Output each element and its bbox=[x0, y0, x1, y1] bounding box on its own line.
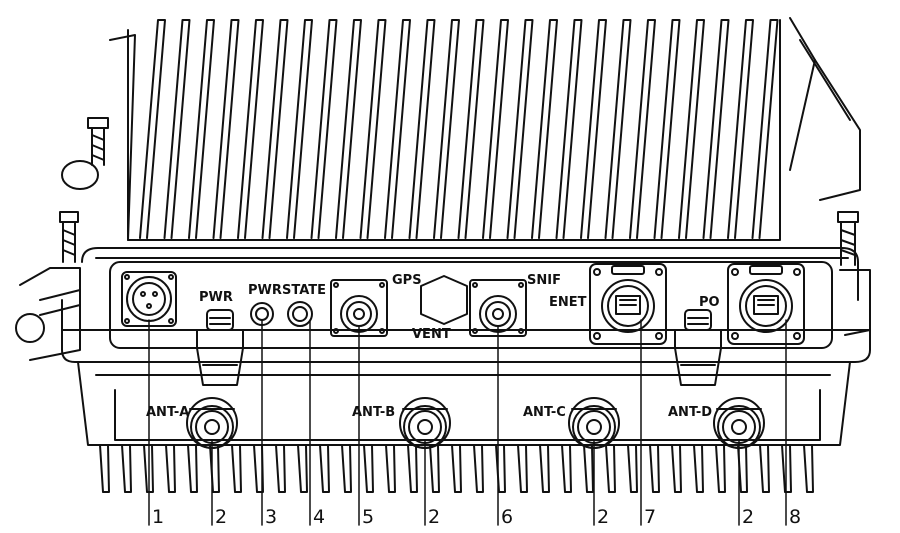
fin bbox=[212, 19, 240, 239]
bottom-fin bbox=[517, 444, 528, 493]
fin bbox=[359, 19, 387, 239]
label-vent: VENT bbox=[412, 327, 451, 342]
callout-number: 2 bbox=[742, 506, 754, 528]
fin bbox=[139, 19, 166, 239]
bottom-fins bbox=[99, 444, 814, 493]
bottom-fin bbox=[407, 444, 418, 493]
fin bbox=[384, 19, 411, 239]
bottom-fin bbox=[231, 444, 242, 493]
fin bbox=[702, 19, 730, 239]
fin bbox=[678, 19, 705, 239]
bottom-fin bbox=[121, 444, 132, 493]
bottom-fin bbox=[143, 444, 154, 493]
bottom-fin bbox=[649, 444, 660, 493]
heatsink bbox=[109, 17, 861, 241]
bottom-fin bbox=[539, 444, 550, 493]
label-po: PO bbox=[699, 295, 720, 310]
po-connector bbox=[727, 263, 805, 345]
fin bbox=[727, 19, 754, 239]
callout-number: 4 bbox=[313, 506, 325, 528]
heatsink-fins bbox=[139, 19, 779, 239]
enet-connector bbox=[589, 263, 667, 345]
fin bbox=[163, 19, 191, 239]
bottom-fin bbox=[473, 444, 484, 493]
left-mount-screws bbox=[15, 117, 109, 361]
label-enet: ENET bbox=[549, 295, 587, 310]
callout-number: 2 bbox=[215, 506, 227, 528]
callout-number: 2 bbox=[597, 506, 609, 528]
left-bracket bbox=[109, 34, 136, 241]
label-ant-c: ANT-C bbox=[523, 405, 566, 420]
po-cable-gland bbox=[674, 309, 722, 386]
connector-panel bbox=[109, 261, 833, 349]
bottom-fin bbox=[429, 444, 440, 493]
bottom-fin bbox=[561, 444, 572, 493]
bottom-fin bbox=[583, 444, 594, 493]
bottom-fin bbox=[99, 444, 110, 493]
bottom-fin bbox=[187, 444, 198, 493]
bottom-fin bbox=[363, 444, 374, 493]
fin bbox=[751, 19, 779, 239]
fin bbox=[310, 19, 338, 239]
callout-number: 6 bbox=[501, 506, 513, 528]
callout-numbers: 1 2 3 4 5 2 6 2 7 2 8 bbox=[152, 506, 801, 528]
bottom-fin bbox=[319, 444, 330, 493]
right-mount-screws bbox=[837, 211, 871, 336]
bottom-fin bbox=[627, 444, 638, 493]
fin bbox=[286, 19, 313, 239]
callout-number: 3 bbox=[265, 506, 277, 528]
label-pwr-led: PWR bbox=[248, 283, 282, 298]
bottom-fin bbox=[341, 444, 352, 493]
panel-labels: PWR PWR STATE GPS VENT SNIF ENET PO ANT-… bbox=[146, 273, 720, 420]
fin bbox=[433, 19, 460, 239]
label-ant-d: ANT-D bbox=[668, 405, 712, 420]
callout-leaders bbox=[148, 319, 787, 526]
fin bbox=[555, 19, 583, 239]
state-led bbox=[287, 301, 313, 327]
label-ant-b: ANT-B bbox=[352, 405, 395, 420]
fin bbox=[506, 19, 534, 239]
bottom-fin bbox=[759, 444, 770, 493]
power-connector bbox=[121, 271, 177, 327]
pwr-cable-gland bbox=[196, 309, 244, 386]
antenna-connectors bbox=[186, 397, 765, 449]
fin bbox=[408, 19, 436, 239]
bottom-fin bbox=[385, 444, 396, 493]
bottom-fin bbox=[715, 444, 726, 493]
bottom-fin bbox=[803, 444, 814, 493]
label-gps: GPS bbox=[392, 273, 422, 288]
fin bbox=[335, 19, 362, 239]
callout-number: 1 bbox=[152, 506, 164, 528]
bottom-fin bbox=[605, 444, 616, 493]
bottom-fin bbox=[451, 444, 462, 493]
fin bbox=[629, 19, 656, 239]
fin bbox=[237, 19, 264, 239]
callout-number: 2 bbox=[428, 506, 440, 528]
fin bbox=[531, 19, 558, 239]
callout-number: 7 bbox=[644, 506, 656, 528]
callout-number: 8 bbox=[789, 506, 801, 528]
label-ant-a: ANT-A bbox=[146, 405, 189, 420]
bottom-fin bbox=[781, 444, 792, 493]
fin bbox=[604, 19, 632, 239]
bottom-fin bbox=[693, 444, 704, 493]
label-snif: SNIF bbox=[527, 273, 561, 288]
bottom-fin bbox=[297, 444, 308, 493]
bottom-fin bbox=[275, 444, 286, 493]
fin bbox=[482, 19, 509, 239]
right-bracket bbox=[789, 17, 816, 171]
label-state-led: STATE bbox=[282, 283, 326, 298]
fin bbox=[457, 19, 485, 239]
label-pwr-input: PWR bbox=[199, 290, 233, 305]
vent bbox=[420, 275, 468, 325]
fin bbox=[261, 19, 289, 239]
fin bbox=[188, 19, 215, 239]
bottom-fin bbox=[165, 444, 176, 493]
bottom-fin bbox=[671, 444, 682, 493]
callout-number: 5 bbox=[362, 506, 374, 528]
fin bbox=[653, 19, 681, 239]
fin bbox=[580, 19, 607, 239]
